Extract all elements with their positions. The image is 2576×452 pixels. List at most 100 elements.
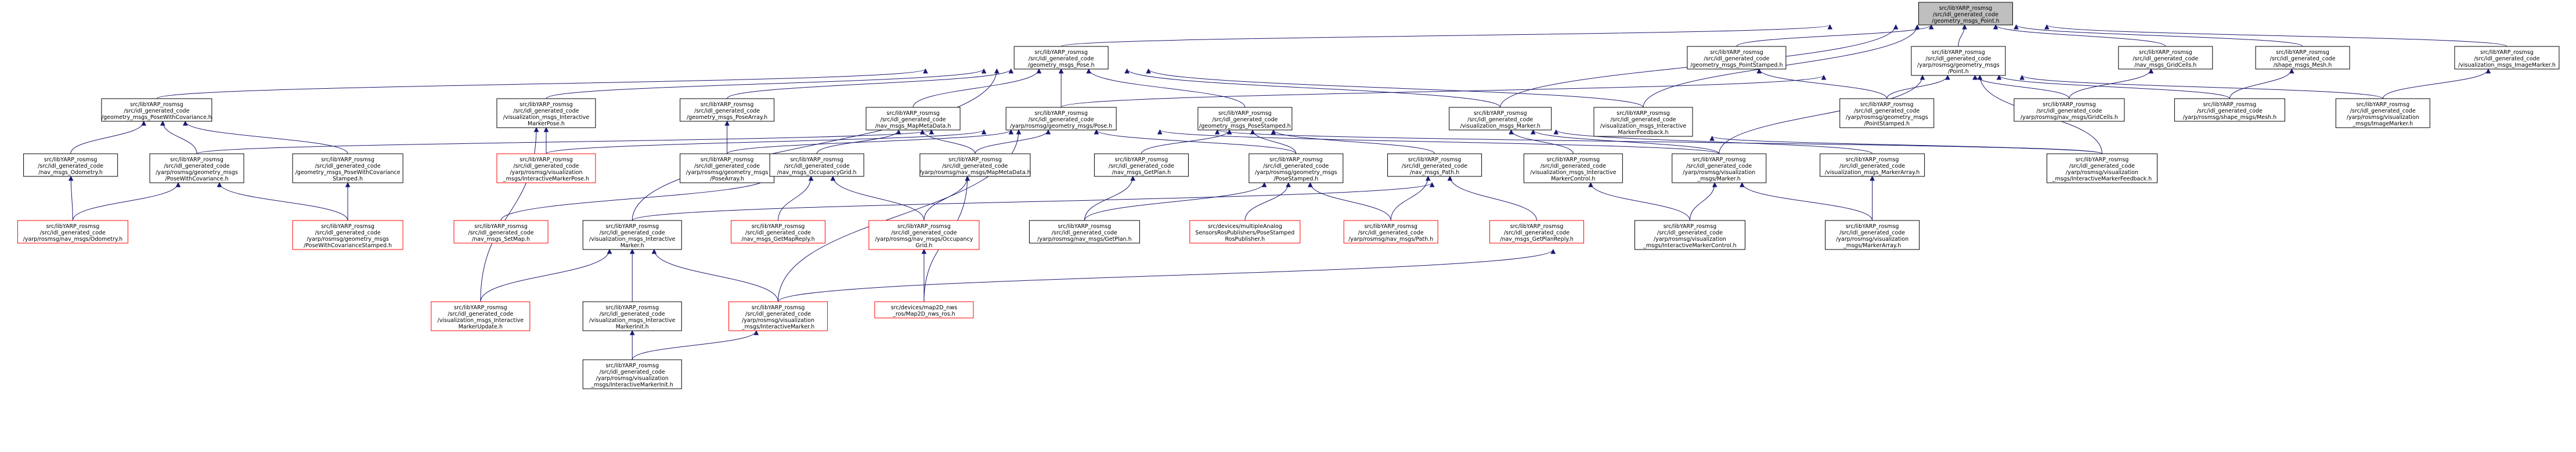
node-label-line: src/libYARP_rosmsg [321,223,374,230]
node-nav-odometry-h[interactable]: src/libYARP_rosmsg/src/idl_generated_cod… [23,153,118,177]
node-yarp-gridcells[interactable]: src/libYARP_rosmsg/src/idl_generated_cod… [2014,98,2125,122]
node-yarp-int-marker[interactable]: src/libYARP_rosmsg/src/idl_generated_cod… [728,301,828,331]
node-yarp-pose[interactable]: src/libYARP_rosmsg/src/idl_generated_cod… [1005,107,1117,131]
node-nav-setmap-h[interactable]: src/libYARP_rosmsg/src/idl_generated_cod… [453,220,549,244]
node-label-line: /yarp/rosmsg/nav_msgs/GetPlan.h [1037,236,1131,243]
node-point-stamped-h[interactable]: src/libYARP_rosmsg/src/idl_generated_cod… [1687,46,1787,70]
edge-yarp_point-to-yarp_imagemarker [2022,75,2383,99]
node-label-line: /src/idl_generated_code [2133,56,2198,62]
node-vis-int-marker-pose-h[interactable]: src/libYARP_rosmsg/src/idl_generated_cod… [496,98,596,128]
node-label-line: /src/idl_generated_code [942,163,1008,169]
node-pose-with-cov-stamped-h[interactable]: src/libYARP_rosmsg/src/idl_generated_cod… [292,153,403,183]
node-yarp-markerarray[interactable]: src/libYARP_rosmsg/src/idl_generated_cod… [1825,220,1920,250]
node-yarp-pose-array[interactable]: src/libYARP_rosmsg/src/idl_generated_cod… [680,153,775,183]
node-yarp-int-marker-control[interactable]: src/libYARP_rosmsg/src/idl_generated_cod… [1634,220,1745,250]
node-label-line: src/libYARP_rosmsg [605,305,659,311]
edge-pose_stamped_h-to-nav_getplan_h [1141,129,1230,154]
node-box [1523,153,1623,183]
node-yarp-marker[interactable]: src/libYARP_rosmsg/src/idl_generated_cod… [1672,153,1767,183]
node-label-line: /yarp/rosmsg/geometry_msgs [156,169,238,176]
node-box [496,98,596,128]
node-nav-path-h[interactable]: src/libYARP_rosmsg/src/idl_generated_cod… [1387,153,1482,177]
edge-arrowhead [1914,24,1920,30]
edge-arrowhead [981,68,987,74]
edge-yarp_point-to-yarp_point_stamped [1886,75,1948,99]
node-vis-int-marker-control-h[interactable]: src/libYARP_rosmsg/src/idl_generated_cod… [1523,153,1623,183]
node-label-line: /src/idl_generated_code [1029,56,1094,62]
node-label-line: _ros/Map2D_nws_ros.h [892,311,955,317]
edge-arrowhead [1996,74,2002,80]
edge-arrowhead [1928,24,1934,30]
node-box [17,220,128,244]
node-yarp-getplan[interactable]: src/libYARP_rosmsg/src/idl_generated_cod… [1029,220,1140,244]
node-box [1189,220,1301,244]
node-vis-markerarray-h[interactable]: src/libYARP_rosmsg/src/idl_generated_cod… [1820,153,1925,177]
node-vis-int-marker-h[interactable]: src/libYARP_rosmsg/src/idl_generated_cod… [582,220,682,250]
edge-arrowhead [2148,68,2154,74]
node-yarp-pose-stamped[interactable]: src/libYARP_rosmsg/src/idl_generated_cod… [1249,153,1344,183]
node-label-line: /yarp/rosmsg/shape_msgs/Mesh.h [2183,114,2277,121]
edge-arrowhead [141,120,146,126]
node-multiple-analog[interactable]: src/devices/multipleAnalogSensorsRosPubl… [1189,220,1301,244]
node-yarp-mapmetadata[interactable]: src/libYARP_rosmsg/src/idl_generated_cod… [919,153,1031,177]
node-pose-h[interactable]: src/libYARP_rosmsg/src/idl_generated_cod… [1013,46,1109,70]
node-shape-mesh-h[interactable]: src/libYARP_rosmsg/src/idl_generated_cod… [2255,46,2350,70]
node-label-line: /yarp/rosmsg/geometry_msgs [1846,114,1928,121]
node-label-line: src/libYARP_rosmsg [1474,110,1527,117]
node-pose-with-cov-h[interactable]: src/libYARP_rosmsg/src/idl_generated_cod… [101,98,212,122]
node-vis-int-marker-feedback-h[interactable]: src/libYARP_rosmsg/src/idl_generated_cod… [1593,107,1693,137]
node-vis-marker-h[interactable]: src/libYARP_rosmsg/src/idl_generated_cod… [1449,107,1552,131]
node-label-line: /src/idl_generated_code [2069,163,2135,169]
node-label-line: src/libYARP_rosmsg [321,157,374,163]
node-map2d-nws[interactable]: src/devices/map2D_nws_ros/Map2D_nws_ros.… [874,301,974,319]
node-label-line: SensorsRosPublishers/PoseStamped [1195,230,1294,236]
node-yarp-imagemarker[interactable]: src/libYARP_rosmsg/src/idl_generated_cod… [2335,98,2430,128]
node-yarp-occupancygrid[interactable]: src/libYARP_rosmsg/src/idl_generated_cod… [868,220,980,250]
node-vis-int-marker-init-h[interactable]: src/libYARP_rosmsg/src/idl_generated_cod… [582,301,682,331]
node-yarp-mesh[interactable]: src/libYARP_rosmsg/src/idl_generated_cod… [2174,98,2285,122]
node-pose-stamped-h[interactable]: src/libYARP_rosmsg/src/idl_generated_cod… [1197,107,1293,131]
node-label-line: src/libYARP_rosmsg [605,363,659,369]
node-label-line: /src/idl_generated_code [1212,117,1278,123]
node-vis-imagemarker-h[interactable]: src/libYARP_rosmsg/src/idl_generated_cod… [2454,46,2560,70]
node-yarp-int-marker-pose[interactable]: src/libYARP_rosmsg/src/idl_generated_cod… [496,153,596,183]
node-box [1489,220,1585,244]
node-yarp-int-marker-init[interactable]: src/libYARP_rosmsg/src/idl_generated_cod… [582,359,682,389]
node-box [453,220,549,244]
node-nav-getplanreply-h[interactable]: src/libYARP_rosmsg/src/idl_generated_cod… [1489,220,1585,244]
node-nav-mapmetadata-h[interactable]: src/libYARP_rosmsg/src/idl_generated_cod… [865,107,961,131]
node-label-line: /yarp/rosmsg/geometry_msgs [306,236,389,243]
edge-yarp_pose-to-yarp_mapmetadata [975,129,1049,154]
node-yarp-int-marker-feedback[interactable]: src/libYARP_rosmsg/src/idl_generated_cod… [2046,153,2158,183]
edge-nav_occupancygrid_h-to-nav_getmapreply_h [778,176,811,221]
node-label-line: /PoseArray.h [710,176,744,182]
node-label-line: src/libYARP_rosmsg [1034,110,1088,117]
edge-arrowhead [965,175,970,181]
edge-arrowhead [1977,74,1983,80]
node-yarp-odometry[interactable]: src/libYARP_rosmsg/src/idl_generated_cod… [17,220,128,244]
node-nav-getmapreply-h[interactable]: src/libYARP_rosmsg/src/idl_generated_cod… [731,220,826,244]
node-yarp-pose-with-cov[interactable]: src/libYARP_rosmsg/src/idl_generated_cod… [149,153,244,183]
node-label-line: /src/idl_generated_code [513,108,579,114]
node-pose-array-h[interactable]: src/libYARP_rosmsg/src/idl_generated_cod… [680,98,775,122]
node-nav-gridcells-h[interactable]: src/libYARP_rosmsg/src/idl_generated_cod… [2118,46,2213,70]
node-yarp-path[interactable]: src/libYARP_rosmsg/src/idl_generated_cod… [1343,220,1438,244]
node-yarp-point[interactable]: src/libYARP_rosmsg/src/idl_generated_cod… [1911,46,2006,76]
node-box [1593,107,1693,137]
node-yarp-pose-with-cov-stamped[interactable]: src/libYARP_rosmsg/src/idl_generated_cod… [292,220,403,250]
node-label-line: src/libYARP_rosmsg [752,305,805,311]
node-nav-occupancygrid-h[interactable]: src/libYARP_rosmsg/src/idl_generated_cod… [769,153,864,177]
node-label-line: /yarp/rosmsg/geometry_msgs [1917,62,2000,68]
edge-nav_occupancygrid_h-to-yarp_occupancygrid [832,176,925,221]
edge-yarp_int_marker_control-to-yarp_int_marker [778,249,1554,302]
node-vis-int-marker-update-h[interactable]: src/libYARP_rosmsg/src/idl_generated_cod… [431,301,531,331]
node-nav-getplan-h[interactable]: src/libYARP_rosmsg/src/idl_generated_cod… [1094,153,1189,177]
node-label-line: /src/idl_generated_code [600,369,665,375]
node-label-line: /src/idl_generated_code [2270,56,2336,62]
node-label-line: /yarp/rosmsg/visualization [2066,169,2138,176]
node-yarp-point-stamped[interactable]: src/libYARP_rosmsg/src/idl_generated_cod… [1839,98,1935,128]
node-label-line: /visualization_msgs_Interactive [438,317,524,324]
edge-arrowhead [1425,175,1431,181]
edge-arrowhead [1821,74,1827,80]
edge-arrowhead [1146,68,1151,74]
